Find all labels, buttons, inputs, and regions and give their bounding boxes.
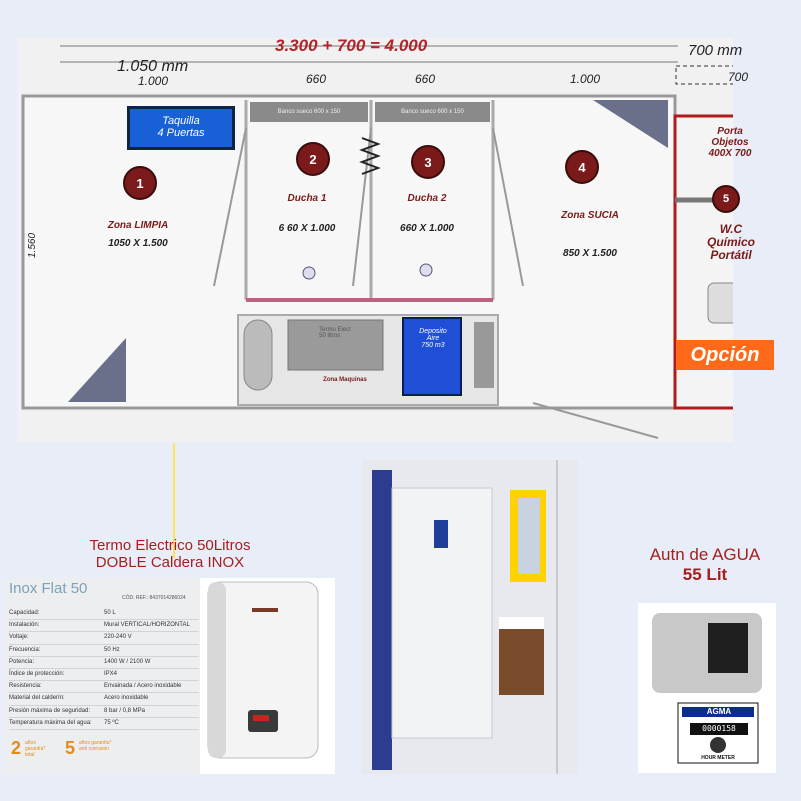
spec-key: Resistencia:	[9, 683, 42, 690]
spec-key: Frecuencia:	[9, 646, 41, 653]
spec-row: Instalación: Mural VERTICAL/HORIZONTAL	[9, 620, 199, 633]
termo-spec-panel	[5, 578, 200, 774]
water-heater-image	[207, 581, 319, 759]
shower-interior-image	[362, 460, 578, 774]
spec-row: Resistencia: Envainada / Acero inoxidable	[9, 681, 199, 694]
warranty-1-text: años garantía* total	[25, 740, 46, 758]
dim-700: 700	[728, 70, 749, 84]
warranty-2-number: 5	[65, 738, 76, 758]
zone-2-dim: 6 60 X 1.000	[278, 223, 336, 234]
zona-maquinas-label: Zona Maquinas	[323, 377, 367, 383]
spec-key: Capacidad:	[9, 610, 40, 616]
spec-key: Temperatura máxima del agua:	[9, 719, 92, 726]
termo-plan-label: Termo Elect 50 litros	[319, 327, 351, 339]
spec-value: 8 bar / 0,8 MPa	[104, 707, 146, 714]
spec-row: Potencia: 1400 W / 2100 W	[9, 657, 199, 669]
warranty-1-number: 2	[11, 738, 22, 758]
termo-code: CÓD. REF.: 8437014286024	[122, 595, 186, 601]
zone-1-name: Zona LIMPIA	[107, 220, 169, 231]
spec-value: 1400 W / 2100 W	[104, 658, 151, 665]
zone-5-badge: 5	[712, 185, 740, 213]
height-dimension: 1.560	[27, 232, 39, 259]
zone-3-dim: 660 X 1.000	[400, 223, 454, 234]
zone-1-dim: 1050 X 1.500	[108, 238, 168, 249]
dim-1000-left: 1.000	[138, 74, 169, 88]
zone-3-badge: 3	[411, 145, 445, 179]
spec-key: Instalación:	[9, 622, 40, 629]
dim-660-b: 660	[415, 72, 436, 86]
spec-value: Envainada / Acero inoxidable	[104, 683, 182, 690]
bench-label-1: Banco sueco 600 x 150	[250, 102, 368, 122]
zone-2-name: Ducha 1	[287, 193, 327, 204]
shower-photo	[362, 460, 578, 774]
zone-3-name: Ducha 2	[407, 193, 447, 204]
left-width-dimension: 1.050 mm	[117, 58, 189, 75]
agua-product-card: AGMA 0000158 HOUR METER	[638, 603, 776, 773]
termo-caption-line1: Termo Electrico 50Litros	[89, 537, 251, 554]
spec-row: Voltaje: 220-240 V	[9, 632, 199, 645]
dim-1000-right: 1.000	[570, 72, 601, 86]
dim-660-a: 660	[306, 72, 327, 86]
water-tank-image	[652, 613, 762, 764]
locker-label: Taquilla 4 Puertas	[127, 106, 235, 150]
spec-value: 50 Hz	[104, 646, 120, 653]
zone-1-badge: 1	[123, 166, 157, 200]
wc-label: W.C Químico Portátil	[706, 222, 755, 262]
spec-value: 50 L	[104, 610, 116, 616]
spec-row: Capacidad: 50 L	[9, 608, 199, 621]
bench-label-2: Banco sueco 600 x 150	[375, 102, 490, 122]
spec-key: Potencia:	[9, 658, 35, 665]
spec-row: Índice de protección: IPX4	[9, 669, 199, 682]
zone-2-badge: 2	[296, 142, 330, 176]
wc-width-dimension: 700 mm	[688, 42, 743, 59]
zone-4-dim: 850 X 1.500	[563, 248, 617, 259]
connector-line	[173, 443, 175, 558]
aire-plan-label: Deposito Aire 750 m3	[419, 328, 447, 349]
porta-objetos-label: Porta Objetos 400X 700	[708, 126, 752, 159]
option-badge: Opción	[676, 340, 774, 370]
spec-key: Índice de protección:	[9, 670, 65, 677]
total-dimension: 3.300 + 700 = 4.000	[275, 36, 428, 55]
spec-key: Presión máxima de seguridad:	[9, 707, 91, 714]
spec-value: 75 ºC	[104, 719, 119, 726]
spec-key: Material del calderín:	[9, 695, 65, 702]
termo-card: Inox Flat 50 CÓD. REF.: 8437014286024 Ca…	[5, 578, 335, 774]
termo-product-name: Inox Flat 50	[9, 580, 88, 597]
meter-label: HOUR METER	[701, 755, 735, 761]
termo-caption-line2: DOBLE Caldera INOX	[95, 554, 245, 571]
spec-value: Mural VERTICAL/HORIZONTAL	[104, 622, 190, 629]
zone-4-name: Zona SUCIA	[561, 210, 619, 221]
meter-digits: 0000158	[702, 724, 736, 733]
agua-caption-line2: 55 Lit	[682, 565, 728, 584]
termo-caption: Termo Electrico 50Litros DOBLE Caldera I…	[50, 537, 290, 571]
agua-caption: Autn de AGUA 55 Lit	[615, 545, 795, 585]
zone-4-badge: 4	[565, 150, 599, 184]
spec-row: Material del calderín: Acero inoxidable	[9, 693, 199, 706]
spec-row: Temperatura máxima del agua: 75 ºC	[9, 718, 199, 730]
warranty-2-text: años garantía* anti corrosión	[79, 740, 112, 752]
spec-value: 220-240 V	[104, 634, 132, 641]
spec-value: Acero inoxidable	[104, 695, 149, 702]
agua-caption-line1: Autn de AGUA	[649, 545, 761, 564]
spec-row: Frecuencia: 50 Hz	[9, 645, 199, 657]
termo-spec-table: Capacidad: 50 L Instalación: Mural VERTICAL…	[9, 608, 199, 730]
meter-brand: AGMA	[706, 707, 732, 716]
spec-value: IPX4	[104, 670, 118, 677]
spec-key: Voltaje:	[9, 634, 29, 641]
spec-row: Presión máxima de seguridad: 8 bar / 0,8 …	[9, 706, 199, 718]
